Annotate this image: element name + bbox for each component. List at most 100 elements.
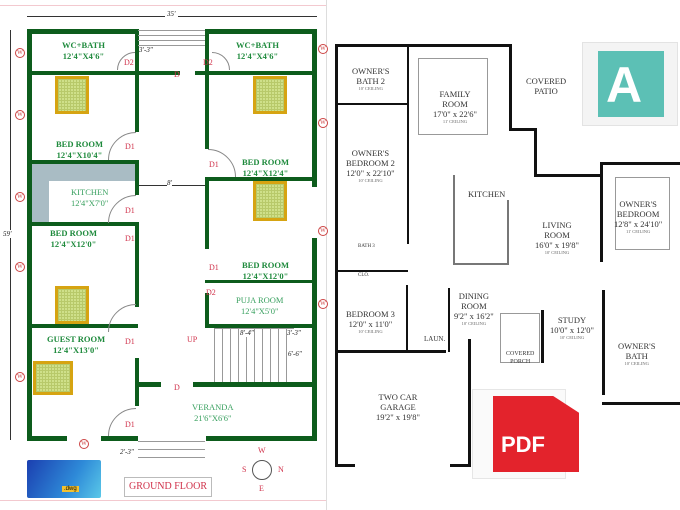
wall [468,339,471,467]
dimension: 8' [167,179,172,187]
wall [541,310,544,363]
border-line [0,500,327,501]
wall [206,436,317,441]
wall [30,222,138,226]
wall [205,177,317,181]
window-icon: W [15,262,25,272]
wall [27,29,138,34]
compass-w: W [258,446,266,455]
wall [336,103,408,105]
wall [602,290,605,395]
wall [534,128,537,176]
room-label: KITCHEN [468,189,506,199]
bed-icon [55,286,89,324]
wall [602,402,680,405]
wall [600,162,603,262]
window-icon: W [79,439,89,449]
door-label: D1 [125,206,135,215]
window-icon: W [318,226,328,236]
door-label: D2 [124,58,134,67]
wall [135,222,139,307]
bed-icon [253,181,287,221]
dimension: 6'-6" [288,350,302,358]
wall [205,29,209,149]
depth-dimension: 59' [3,230,12,238]
autocad-logo-frame: A [582,42,678,126]
border-line [0,5,327,6]
wall [450,464,470,467]
window-icon: W [318,118,328,128]
wall [406,285,408,351]
dimension: 3'-3" [287,329,301,337]
kitchen-counter [453,175,455,265]
autocad-letter-icon: A [606,57,643,113]
staircase [214,328,294,382]
door-label: D2 [203,58,213,67]
wall [509,128,535,131]
wall [448,288,450,352]
compass-e: E [259,484,264,493]
wall [335,44,510,47]
wall [193,382,317,387]
wall [312,238,317,441]
divider [326,0,327,510]
top-steps [138,30,205,50]
wall [135,382,161,387]
room-label: LAUN. [424,335,446,343]
wall [30,160,138,164]
wall [30,324,138,328]
wall [335,464,355,467]
bedroom-outline [615,177,670,250]
window-icon: W [15,192,25,202]
family-room-outline [418,58,488,135]
wall [312,29,317,187]
window-icon: W [15,110,25,120]
bed-icon [33,361,73,395]
window-icon: W [15,372,25,382]
wall [336,270,408,272]
wall [135,160,139,195]
wall [27,29,32,441]
stair-up-label: UP [187,335,198,344]
window-icon: W [318,44,328,54]
door-swing [108,304,136,332]
door-label: D1 [125,337,135,346]
wall [101,436,138,441]
compass-s: S [242,465,247,474]
dimension: 3'-3" [139,46,153,54]
dwg-badge-text: .dwg [62,486,79,492]
pdf-badge-frame: PDF [472,389,579,479]
door-label: D [174,70,180,79]
bed-icon [253,76,287,114]
door-label: D1 [125,420,135,429]
wall [205,293,209,327]
kitchen-counter [453,263,509,265]
wall [135,29,139,132]
wall [534,174,602,177]
width-dimension: 35' [165,10,178,18]
door-label: D2 [206,288,216,297]
door-label: D [174,383,180,392]
wall [195,71,315,75]
compass-icon [252,460,272,480]
bed-icon [55,76,89,114]
wall [407,44,409,244]
dimension: 2'-3" [120,448,134,456]
wall [30,71,180,75]
dimension-line [139,185,205,186]
dimension: 8'-4" [240,329,254,337]
